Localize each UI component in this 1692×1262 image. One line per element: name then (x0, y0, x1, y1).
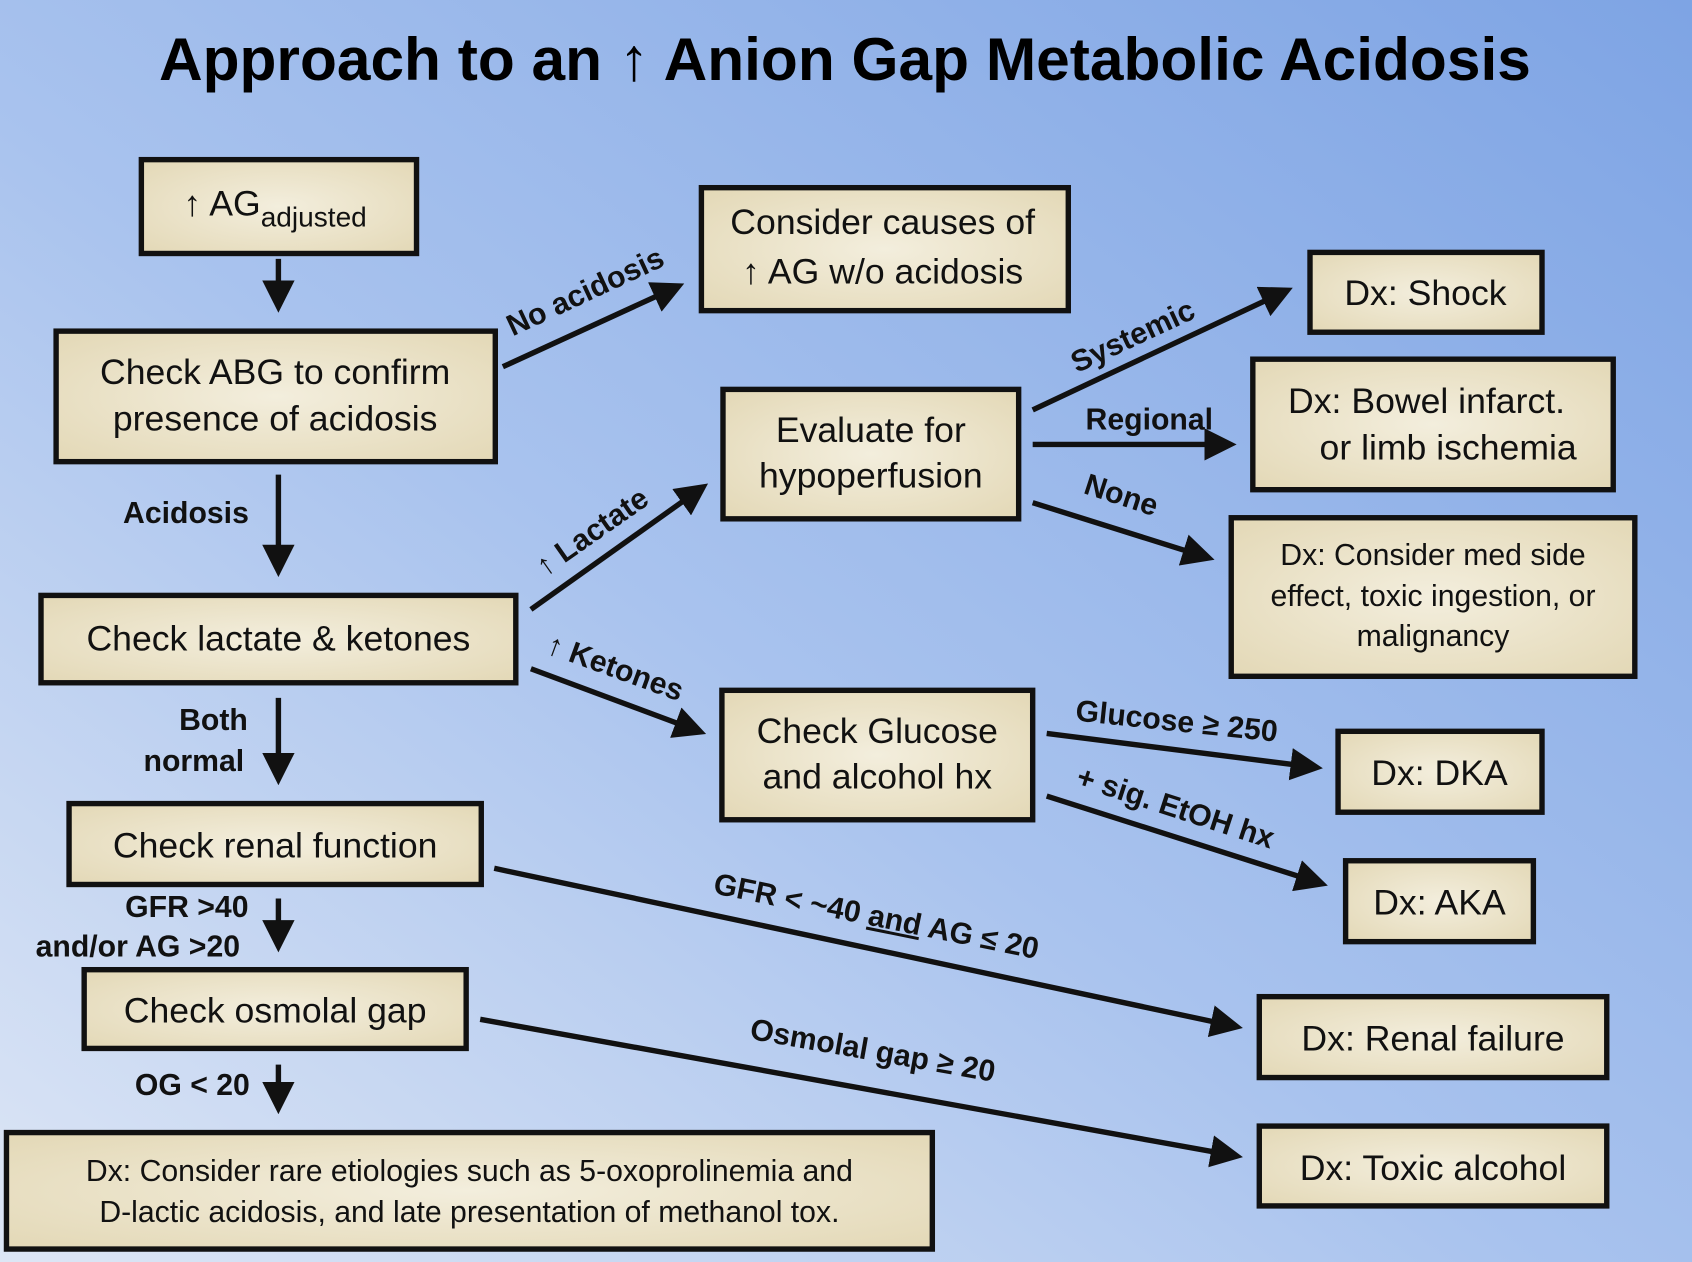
svg-text:Check Glucose: Check Glucose (757, 711, 998, 751)
svg-text:Dx: Shock: Dx: Shock (1344, 273, 1506, 313)
box-check-abg: Check ABG to confirm presence of acidosi… (53, 328, 498, 465)
svg-text:Check ABG to confirm: Check ABG to confirm (100, 352, 450, 392)
arrow-ketones (529, 666, 707, 738)
svg-text:hypoperfusion: hypoperfusion (759, 456, 983, 496)
box-consider-causes: Consider causes of ↑ AG w/o acidosis (698, 184, 1071, 314)
arrow-toxic (479, 1016, 1243, 1168)
box-check-glucose: Check Glucose and alcohol hx (719, 687, 1036, 823)
box-check-osmolal: Check osmolal gap (81, 966, 469, 1052)
label-og-lt20: OG < 20 (135, 1069, 250, 1102)
arrows (262, 258, 1328, 1168)
box-dx-bowel: Dx: Bowel infarct. or limb ischemia (1250, 356, 1616, 493)
svg-text:↑ AG w/o acidosis: ↑ AG w/o acidosis (742, 252, 1023, 292)
svg-text:malignancy: malignancy (1357, 620, 1511, 653)
arrow-systemic (1031, 286, 1293, 413)
svg-text:Check osmolal gap: Check osmolal gap (124, 991, 427, 1031)
box-dx-med: Dx: Consider med side effect, toxic inge… (1228, 515, 1638, 679)
svg-text:and alcohol hx: and alcohol hx (762, 756, 992, 796)
label-gfr-gt40: GFR >40 (125, 891, 248, 924)
arrow-no-acidosis (501, 282, 685, 370)
svg-text:Evaluate for: Evaluate for (776, 410, 966, 450)
arrow-lactate (529, 483, 709, 612)
label-regional: Regional (1086, 403, 1214, 436)
box-evaluate-hypoperfusion: Evaluate for hypoperfusion (720, 386, 1022, 522)
arrow-renal-failure (493, 865, 1243, 1038)
svg-text:Dx: AKA: Dx: AKA (1373, 883, 1506, 923)
page-title: Approach to an ↑ Anion Gap Metabolic Aci… (159, 25, 1531, 93)
svg-text:Dx: Renal failure: Dx: Renal failure (1301, 1019, 1564, 1059)
label-normal: normal (144, 745, 245, 778)
svg-text:Dx: Bowel infarct.: Dx: Bowel infarct. (1288, 381, 1565, 421)
svg-text:↑ AGadjusted: ↑ AGadjusted (184, 184, 367, 233)
svg-text:Dx: Consider rare etiologies s: Dx: Consider rare etiologies such as 5-o… (86, 1155, 853, 1188)
box-dx-shock: Dx: Shock (1307, 249, 1545, 335)
box-ag-adjusted: ↑ AGadjusted (138, 156, 420, 257)
box-check-renal: Check renal function (66, 800, 484, 888)
svg-text:effect, toxic ingestion, or: effect, toxic ingestion, or (1270, 580, 1595, 613)
box-check-lactate-ketones: Check lactate & ketones (38, 592, 519, 686)
box-dx-rare: Dx: Consider rare etiologies such as 5-o… (3, 1129, 936, 1252)
svg-text:D-lactic acidosis, and late pr: D-lactic acidosis, and late presentation… (99, 1196, 839, 1229)
svg-text:Dx: Consider med side: Dx: Consider med side (1280, 539, 1585, 572)
label-acidosis: Acidosis (123, 497, 249, 530)
arrow-glucose (1046, 730, 1323, 781)
box-dx-toxic-alcohol: Dx: Toxic alcohol (1256, 1123, 1610, 1209)
box-dx-renal-failure: Dx: Renal failure (1256, 993, 1610, 1081)
label-and-or-ag: and/or AG >20 (36, 931, 240, 964)
svg-text:Check renal function: Check renal function (113, 826, 438, 866)
svg-text:Dx: DKA: Dx: DKA (1371, 753, 1508, 793)
box-dx-dka: Dx: DKA (1335, 728, 1545, 815)
box-dx-aka: Dx: AKA (1342, 858, 1537, 945)
svg-text:Check lactate & ketones: Check lactate & ketones (86, 618, 470, 658)
label-both: Both (179, 704, 248, 737)
arrow-none (1031, 500, 1215, 566)
svg-text:Dx: Toxic alcohol: Dx: Toxic alcohol (1300, 1148, 1566, 1188)
svg-text:presence of acidosis: presence of acidosis (113, 398, 438, 438)
svg-text:or limb ischemia: or limb ischemia (1320, 428, 1577, 468)
arrow-etoh (1045, 793, 1328, 892)
svg-text:Consider causes of: Consider causes of (730, 202, 1035, 242)
